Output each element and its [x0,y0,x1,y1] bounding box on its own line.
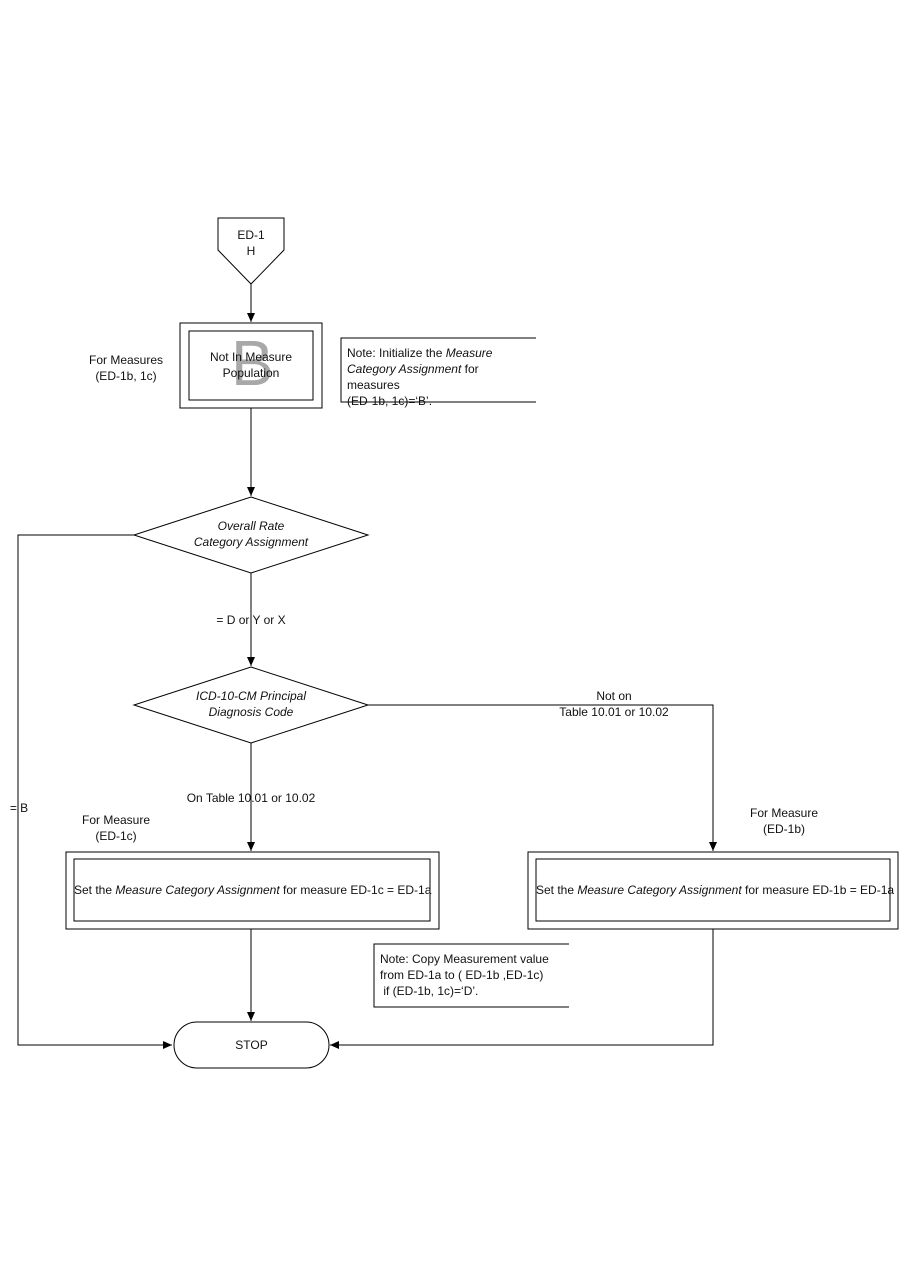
note-initialize: Note: Initialize the Measure Category As… [347,345,533,409]
right-proc-inner [535,858,891,922]
left-proc-text: Set the Measure Category Assignment for … [74,882,432,898]
arrow-right-proc-to-stop [330,929,714,1049]
note-copy-line1: Note: Copy Measurement value [380,952,549,966]
note-init-post: for measures [347,362,479,392]
left-proc-pre: Set the [74,883,116,897]
edge-not-on-line2: Table 10.01 or 10.02 [559,705,669,719]
init-box-text: Not In Measure Population [189,349,313,381]
left-proc-inner [73,858,431,922]
arrow-b-to-stop [17,534,172,1049]
note-init-italic2: Category Assignment [347,362,462,376]
connector-line1: ED-1 [237,228,265,242]
edge-label-dyx: = D or Y or X [216,613,286,627]
init-box-line1: Not In Measure [209,350,293,364]
left-proc-italic: Measure Category Assignment [115,883,280,897]
note-copy-line2: from ED-1a to ( ED-1b ,ED-1c) [380,968,544,982]
offpage-connector-shape [217,217,285,285]
init-box-inner [188,330,314,401]
note-init-line2: Category Assignment for measures [347,361,533,393]
note-copy-line3: if (ED-1b, 1c)=‘D’. [380,984,479,998]
decision2-text: ICD-10-CM Principal Diagnosis Code [134,688,368,720]
right-proc-side-line2: (ED-1b) [762,822,805,836]
note-init-pre: Note: Initialize the [347,346,446,360]
init-box-line2: Population [222,366,280,380]
decision2-line1: ICD-10-CM Principal [195,689,307,703]
note-init-line1: Note: Initialize the Measure [347,345,533,361]
left-proc-post: for measure ED-1c = ED-1a [279,883,432,897]
edge-label-b: = B [9,801,29,815]
edge-label-not-on-table: Not on Table 10.01 or 10.02 [548,688,680,720]
right-proc-italic: Measure Category Assignment [577,883,742,897]
left-proc-side-label: For Measure (ED-1c) [66,812,166,844]
arrow-not-on-table [368,704,717,851]
connector-label: ED-1 H [218,227,284,259]
category-b-watermark: B [231,327,274,399]
right-proc-outer [527,851,899,930]
right-proc-side-line1: For Measure [749,806,819,820]
decision1-text: Overall Rate Category Assignment [134,518,368,550]
right-proc-pre: Set the [536,883,578,897]
note-copy-measurement: Note: Copy Measurement value from ED-1a … [380,951,566,999]
note-init-italic1: Measure [445,346,493,360]
decision1-line1: Overall Rate [217,519,285,533]
decision1-line2: Category Assignment [193,535,309,549]
note-init-line3: (ED-1b, 1c)=‘B’. [347,394,433,408]
right-proc-text: Set the Measure Category Assignment for … [536,882,894,898]
stop-label: STOP [235,1038,268,1052]
edge-not-on-line1: Not on [596,689,632,703]
init-side-label: For Measures (ED-1b, 1c) [76,352,176,384]
init-box-outer [179,322,323,409]
left-proc-outer [65,851,440,930]
init-side-label-line1: For Measures [88,353,164,367]
right-proc-side-label: For Measure (ED-1b) [734,805,834,837]
edge-label-on-table: On Table 10.01 or 10.02 [186,791,316,805]
decision2-line2: Diagnosis Code [208,705,294,719]
left-proc-side-line1: For Measure [81,813,151,827]
stop-terminator [173,1021,330,1069]
left-proc-side-line2: (ED-1c) [95,829,137,843]
connector-line2: H [246,244,256,258]
note-copy-bracket [373,943,569,1008]
note-init-bracket [340,337,536,403]
right-proc-post: for measure ED-1b = ED-1a [741,883,895,897]
init-side-label-line2: (ED-1b, 1c) [95,369,157,383]
